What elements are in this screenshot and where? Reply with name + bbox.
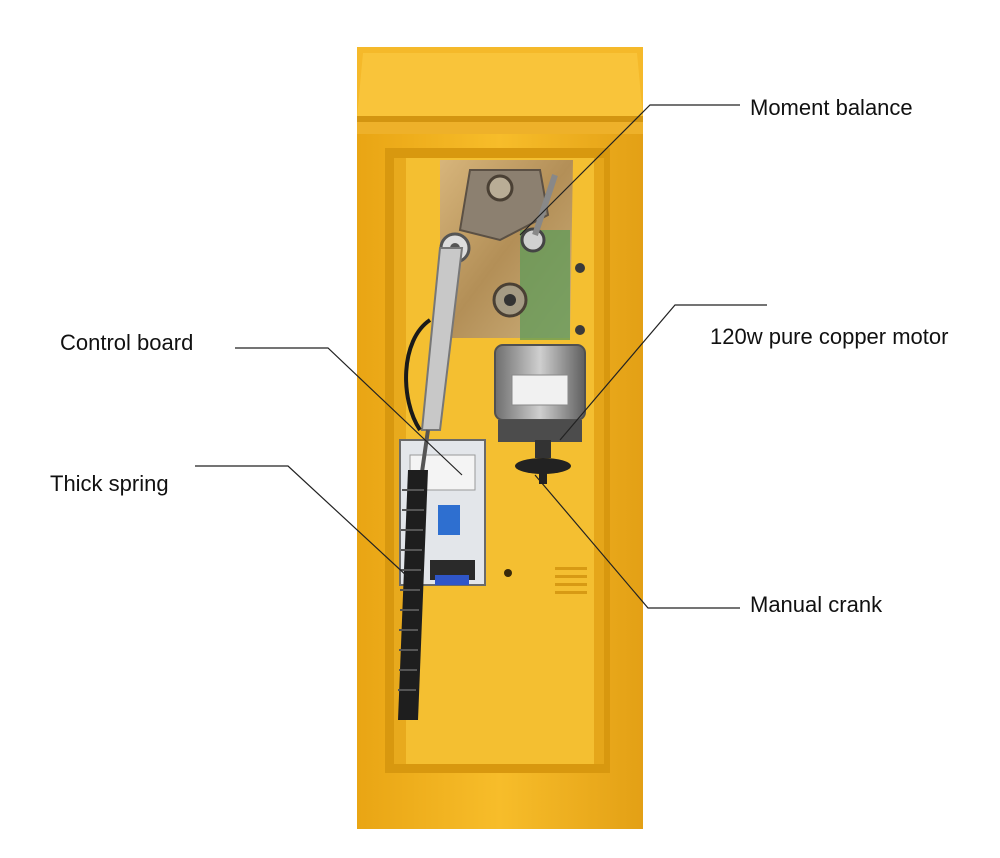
label-control-board: Control board [60, 330, 194, 355]
leader-motor [559, 304, 767, 441]
copper-motor [494, 344, 586, 442]
leader-control-board [235, 347, 463, 476]
leader-manual-crank [534, 474, 740, 609]
leader-moment-balance [519, 104, 740, 236]
label-moment-balance: Moment balance [750, 95, 913, 120]
vent-slots [555, 567, 587, 594]
manual-crank [515, 440, 571, 484]
label-thick-spring: Thick spring [50, 471, 169, 496]
thick-spring [398, 470, 428, 720]
spring-assembly [398, 247, 464, 720]
label-manual-crank: Manual crank [750, 592, 883, 617]
label-motor: 120w pure copper motor [710, 324, 949, 349]
leader-thick-spring [195, 465, 409, 578]
